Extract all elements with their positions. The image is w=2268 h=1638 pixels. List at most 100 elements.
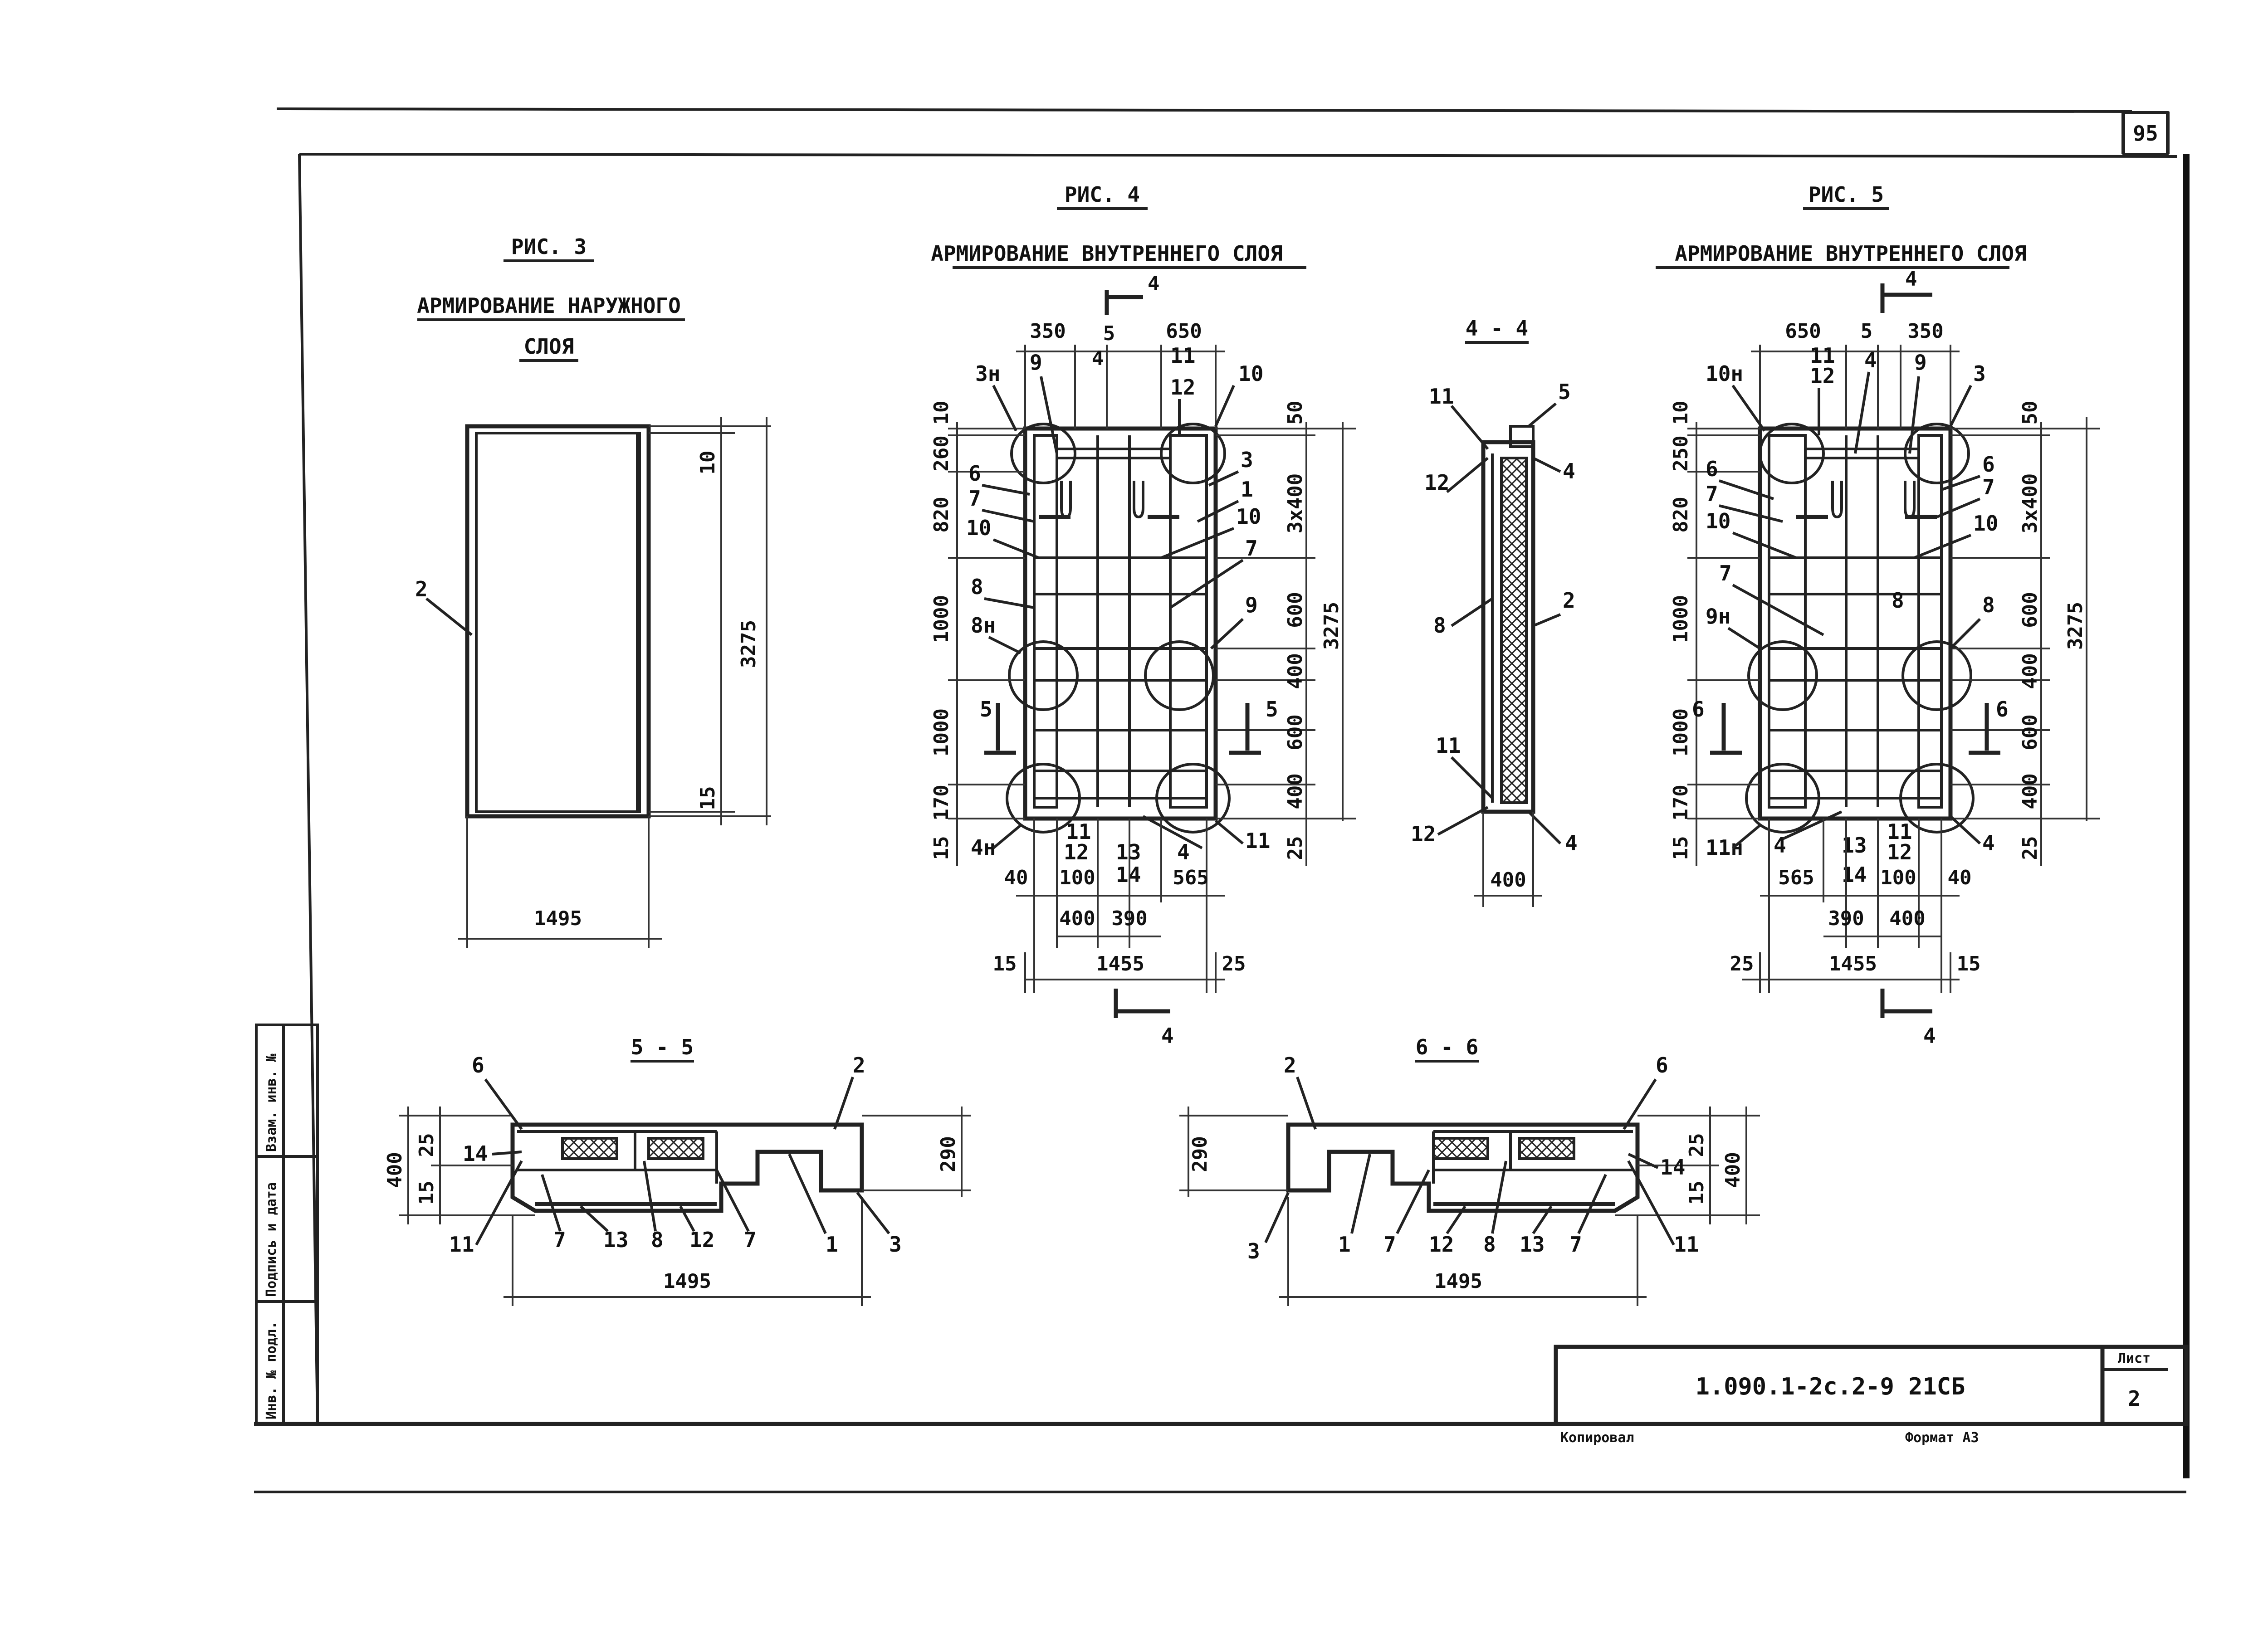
fig4-bottom-13: 13 [1116,840,1141,864]
fig4-panel [1023,426,1218,821]
fig4-dim-bot2-1: 390 [1111,907,1147,930]
fig4-detail-3n [1010,423,1076,484]
fig4-dim-right-0: 50 [1284,401,1307,425]
fig5-dim-bot1-2: 40 [1948,866,1972,889]
fig5-subtitle: АРМИРОВАНИЕ ВНУТРЕННЕГО СЛОЯ [1675,241,2026,266]
side-stamp: Инв. № подл. Подпись и дата Взам. инв. № [255,1024,319,1425]
fig4-dim-top-0: 350 [1030,320,1066,343]
fig4-dim-total: 3275 [1320,602,1343,650]
fig5-callouts-left: 10н 6 7 10 7 9н 11н [1706,361,1824,860]
fig4-dim-top-3: 650 [1166,320,1202,343]
fig4-dim-bot3-0: 15 [993,952,1017,975]
sec66-bottom-7a: 7 [1383,1232,1396,1257]
fig5-callout-7-right: 7 [1982,475,1995,499]
fig4-dim-left-2: 820 [930,497,953,532]
fig5-callout-8-mid: 8 [1892,588,1904,613]
fig5-detail-8 [1901,640,1972,711]
sec55-insulation-2 [647,1137,704,1160]
page-number: 95 [2133,121,2158,146]
fig5-dim-left-0: 10 [1669,401,1692,425]
fig4-dim-left-3: 1000 [930,595,953,643]
fig4-callout-7-right: 7 [1245,536,1258,561]
fig5-callout-3: 3 [1973,361,1986,386]
fig4-section-mark-right: 5 [1266,697,1278,722]
fig4-callout-7: 7 [968,486,981,511]
sec55-bottom-1: 1 [826,1232,838,1257]
fig4-dim-bot1-2: 565 [1173,866,1208,889]
footer-format: Формат А3 [1905,1430,1979,1446]
sec66-insulation-2 [1518,1137,1575,1160]
fig4-callout-8: 8 [971,575,983,599]
sec55-bottom-7b: 7 [744,1228,757,1252]
fig4-callout-10-mid: 10 [1236,504,1261,529]
fig5-dim-bot1-1: 100 [1880,866,1916,889]
fig4-callout-4n: 4н [971,835,996,860]
fig5-dim-total: 3275 [2064,602,2087,650]
sec55-insulation-1 [561,1137,618,1160]
fig5-section-mark-right: 6 [1996,697,2009,722]
sec66-bottom-labels: 3 1 7 12 8 13 7 [1247,1154,1607,1263]
fig5-bottom-11: 11 [1887,819,1912,844]
fig3-title: РИС. 3 [511,234,587,259]
sec44-label-2: 2 [1563,588,1575,613]
fig4-callout-1: 1 [1241,477,1253,502]
fig5-callouts-right: 11 12 4 9 3 6 7 10 8 8 [1810,343,1998,650]
fig3-outer-panel [465,424,651,819]
fig5-dim-left-1: 250 [1669,435,1692,471]
sec66-outline [1286,1122,1640,1213]
sec55-dim-400: 400 [383,1152,406,1188]
sec55-dim-width: 1495 [663,1270,711,1293]
fig4-callouts-right: 11 12 10 3 1 10 7 9 11 [1160,343,1270,853]
fig5-dim-right-2: 600 [2019,592,2042,628]
sec44-dim-width: 400 [1490,868,1526,892]
fig5-dim-right-6: 25 [2019,836,2042,860]
fig5-callout-4-top: 4 [1864,348,1877,372]
fig4-callout-9-right: 9 [1245,593,1258,617]
fig4-dim-right-4: 600 [1284,714,1307,750]
fig5-dim-bot1-0: 565 [1778,866,1814,889]
fig4-dim-top-1: 5 [1103,322,1115,345]
sec66-bottom-8: 8 [1483,1232,1496,1257]
sec44-label-11-top: 11 [1429,384,1454,409]
fig5-title: РИС. 5 [1809,182,1884,207]
fig4-dim-left-4: 1000 [930,708,953,756]
fig4-callout-10-top: 10 [1238,361,1263,386]
sec55-title: 5 - 5 [631,1035,694,1059]
sec66-dim-25: 25 [1685,1133,1708,1157]
fig4-dim-bot1-0: 40 [1004,866,1028,889]
sec66-bottom-3: 3 [1247,1239,1260,1263]
sec44-label-5: 5 [1558,380,1571,404]
sec44-label-12-bottom: 12 [1411,822,1436,846]
fig4-title: РИС. 4 [1065,182,1140,207]
sec66-label-11: 11 [1674,1232,1699,1257]
sec44-label-4-bottom: 4 [1565,831,1578,855]
sec55-label-14: 14 [463,1141,488,1166]
sec55-outline [510,1122,864,1213]
fig4-callout-11: 11 [1170,343,1195,368]
fig4-dim-top-2: 4 [1092,347,1104,370]
fig5-dim-left-6: 15 [1669,836,1692,860]
fig4-callout-9: 9 [1030,350,1042,375]
fig4-dim-right-3: 400 [1284,653,1307,689]
sec55-dim-25: 25 [415,1133,438,1157]
fig4-dim-right-1: 3x400 [1284,473,1307,533]
fig4-bottom-14: 14 [1116,863,1141,887]
sec55-bottom-labels: 7 13 8 12 7 1 3 [541,1153,902,1257]
fig5-section-arrow-top: 4 [1905,268,1917,291]
title-block: 1.090.1-2с.2-9 21СБ Лист 2 [1554,1345,2189,1426]
fig4-bottom-11: 11 [1066,819,1091,844]
page-number-box [2122,111,2169,156]
fig5-callout-7: 7 [1706,482,1718,506]
fig5-callout-10n: 10н [1706,361,1743,386]
sec55-bottom-3: 3 [889,1232,902,1257]
fig4-horizontal-bars [1034,515,1207,800]
sec55-label-11: 11 [449,1232,474,1257]
fig5-dim-right-4: 600 [2019,714,2042,750]
fig5-bottom-4-right: 4 [1982,831,1995,855]
side-stamp-replace: Взам. инв. № [264,1053,279,1152]
sec66-dim-width: 1495 [1434,1270,1482,1293]
fig5-dim-bot2-1: 400 [1889,907,1925,930]
fig5-dim-right-3: 400 [2019,653,2042,689]
fig4-callouts-left: 3н 9 6 7 10 8 8н 4н [966,350,1058,860]
